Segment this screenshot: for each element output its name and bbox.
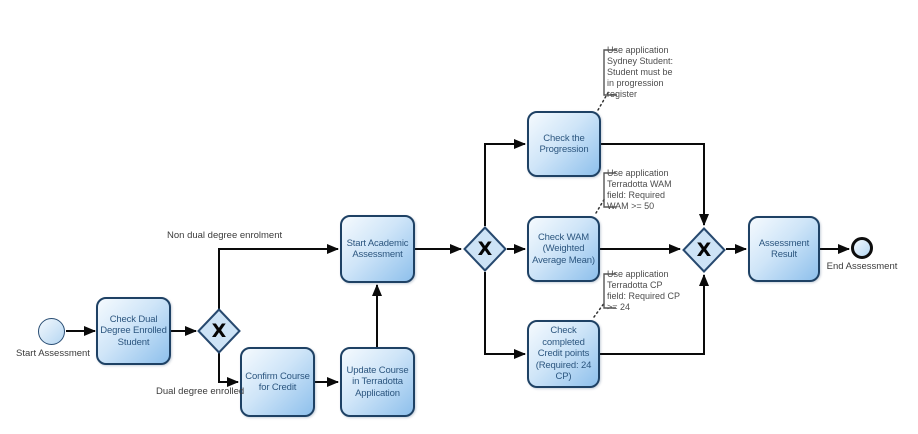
task-confirm-course[interactable]: Confirm Course for Credit [240, 347, 315, 417]
flow-split-to-cp [484, 272, 526, 359]
task-label: Check completed Credit points (Required:… [535, 325, 592, 383]
task-label: Assessment Result [758, 237, 810, 261]
edge-label-dual-degree: Dual degree enrolled [156, 386, 245, 397]
gateway-x-marker: X [696, 239, 712, 261]
gateway-diamond [682, 227, 726, 273]
annotation-progression-register: Use application Sydney Student: Student … [607, 45, 674, 99]
annotation-bracket-wam [603, 172, 616, 208]
task-label: Check Dual Degree Enrolled Student [100, 313, 167, 348]
task-check-credit-points[interactable]: Check completed Credit points (Required:… [527, 320, 600, 388]
gateway-checks-split[interactable]: X [463, 226, 507, 272]
flow-non-dual-to-start-academic [218, 244, 339, 309]
task-update-course-terradotta[interactable]: Update Course in Terradotta Application [340, 347, 415, 417]
end-event-label: End Assessment [826, 261, 898, 272]
annotation-bracket-progression [603, 49, 617, 96]
task-label: Start Academic Assessment [346, 237, 409, 261]
task-check-progression[interactable]: Check the Progression [527, 111, 601, 177]
task-label: Update Course in Terradotta Application [346, 364, 409, 399]
gateway-x-marker: X [211, 320, 227, 342]
flow-progression-to-merge [601, 143, 709, 226]
association-cp-annotation [593, 301, 606, 318]
association-progression-annotation [597, 90, 610, 111]
annotation-cp-requirement: Use application Terradotta CP field: Req… [607, 269, 681, 312]
gateway-dual-degree-split[interactable]: X [197, 308, 241, 354]
task-check-dual-degree[interactable]: Check Dual Degree Enrolled Student [96, 297, 171, 365]
annotation-bracket-cp [603, 273, 616, 309]
task-label: Check the Progression [539, 132, 589, 156]
gateway-diamond [463, 226, 507, 272]
annotation-wam-requirement: Use application Terradotta WAM field: Re… [607, 168, 672, 211]
end-event-circle[interactable] [851, 237, 873, 259]
task-label: Check WAM (Weighted Average Mean) [532, 231, 595, 266]
flow-cp-to-merge [600, 274, 709, 355]
flow-split-to-progression [484, 139, 526, 226]
edge-label-non-dual-degree: Non dual degree enrolment [167, 230, 283, 241]
gateway-x-marker: X [477, 238, 493, 260]
task-label: Confirm Course for Credit [245, 370, 310, 394]
start-event-label: Start Assessment [16, 348, 90, 359]
flow-dual-to-confirm-course [218, 353, 239, 387]
start-event-circle[interactable] [38, 318, 65, 345]
gateway-checks-merge[interactable]: X [682, 227, 726, 273]
task-start-academic-assessment[interactable]: Start Academic Assessment [340, 215, 415, 283]
task-check-wam[interactable]: Check WAM (Weighted Average Mean) [527, 216, 600, 282]
task-assessment-result[interactable]: Assessment Result [748, 216, 820, 282]
gateway-diamond [197, 308, 241, 354]
